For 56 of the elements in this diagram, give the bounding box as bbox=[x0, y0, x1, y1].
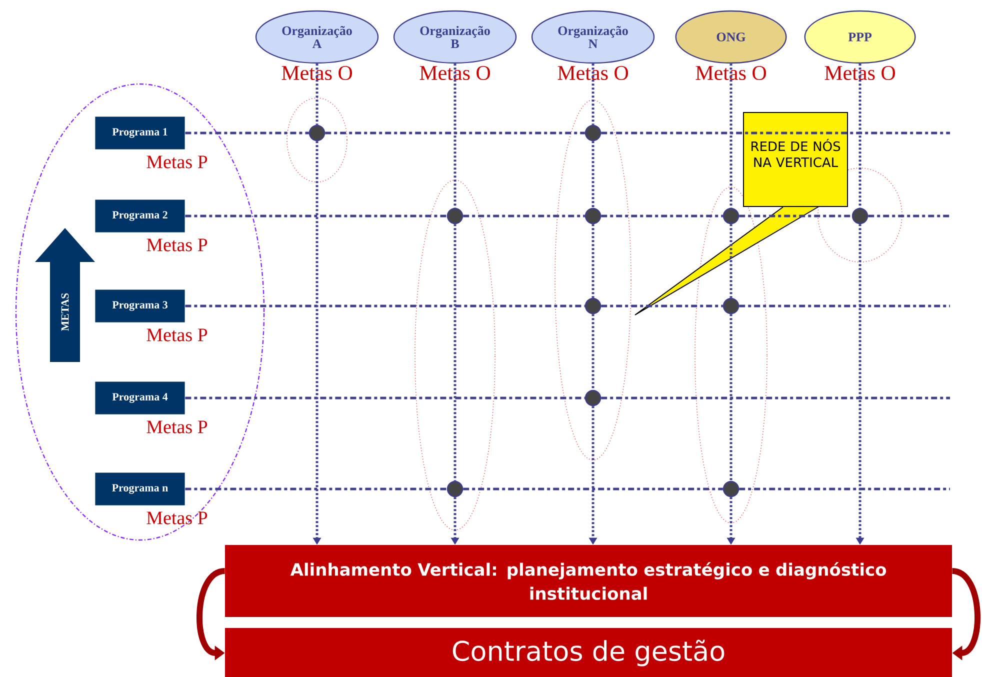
grid-line bbox=[739, 488, 950, 490]
node-dot bbox=[446, 480, 464, 498]
grid-line bbox=[601, 396, 950, 400]
node-dot bbox=[852, 208, 868, 224]
node-dot bbox=[584, 208, 602, 224]
banner-box: Alinhamento Vertical: planejamento estratégico e diagnóstico institucional bbox=[225, 545, 952, 617]
grid-line bbox=[601, 304, 723, 308]
grid-line bbox=[858, 64, 862, 208]
goal-label: Metas P bbox=[146, 156, 208, 168]
node-dot bbox=[584, 390, 602, 406]
grid-line bbox=[601, 214, 723, 218]
program-box: Programa n bbox=[94, 472, 186, 506]
grid-line bbox=[592, 64, 594, 125]
grid-line bbox=[592, 314, 594, 390]
callout-box: REDE DE NÓS NA VERTICAL bbox=[743, 112, 848, 207]
program-box: Programa 3 bbox=[94, 289, 186, 323]
node-dot bbox=[584, 298, 602, 314]
program-box: Programa 4 bbox=[94, 381, 186, 415]
grid-line bbox=[316, 64, 318, 125]
grid-line bbox=[868, 214, 950, 218]
node-dot bbox=[722, 298, 740, 314]
grid-line bbox=[463, 488, 723, 490]
node-dot bbox=[722, 208, 740, 224]
grid-line bbox=[592, 224, 594, 298]
goal-label: Metas P bbox=[146, 238, 208, 252]
grid-line bbox=[185, 132, 309, 134]
node-dot bbox=[584, 124, 602, 142]
grid-line bbox=[185, 488, 447, 490]
grid-line bbox=[463, 214, 585, 218]
goal-label: Metas O bbox=[420, 66, 490, 80]
goal-label: Metas P bbox=[146, 420, 208, 434]
grid-line bbox=[730, 64, 732, 208]
grid-line bbox=[730, 314, 732, 481]
grid-line bbox=[185, 304, 585, 308]
goal-label: Metas O bbox=[558, 66, 628, 80]
banner-box: Contratos de gestão bbox=[225, 628, 952, 677]
goal-label: Metas O bbox=[824, 66, 896, 80]
grid-line bbox=[454, 64, 456, 208]
goal-label: Metas P bbox=[146, 512, 208, 524]
goal-label: Metas O bbox=[282, 66, 352, 80]
grid-line bbox=[454, 224, 456, 481]
grid-line bbox=[185, 396, 585, 400]
node-dot bbox=[308, 124, 326, 142]
grid-line bbox=[739, 214, 852, 218]
goal-label: Metas O bbox=[696, 66, 766, 80]
grid-line bbox=[185, 214, 447, 218]
goal-label: Metas P bbox=[146, 328, 208, 342]
grid-line bbox=[592, 141, 594, 208]
grid-line bbox=[730, 224, 732, 298]
grid-line bbox=[325, 132, 585, 134]
program-box: Programa 2 bbox=[94, 199, 186, 233]
grid-line bbox=[601, 132, 950, 134]
node-dot bbox=[446, 208, 464, 224]
grid-line bbox=[739, 304, 950, 308]
node-dot bbox=[722, 480, 740, 498]
program-box: Programa 1 bbox=[94, 116, 186, 150]
